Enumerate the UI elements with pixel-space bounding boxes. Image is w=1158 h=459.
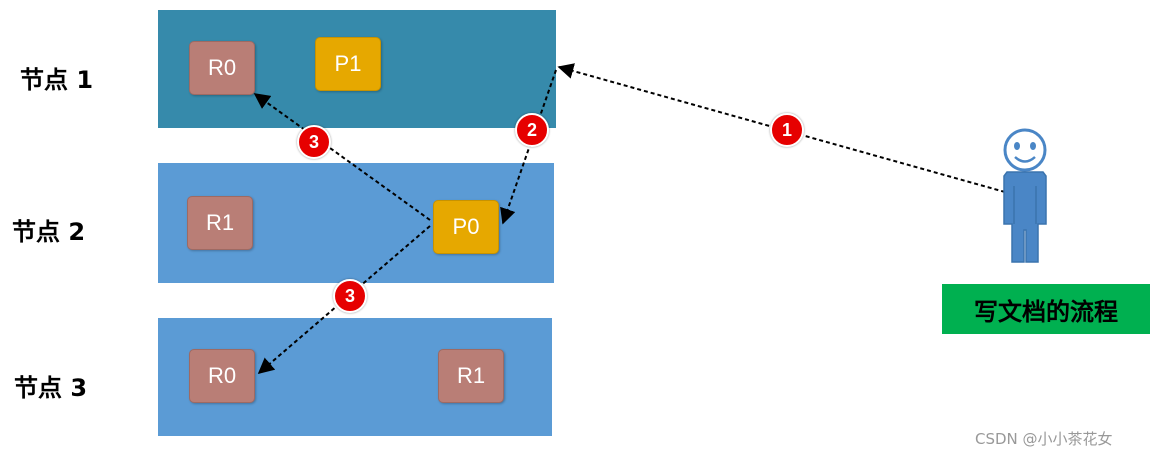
arrow-p0-to-r0-node1 (253, 93, 431, 221)
step-2-badge: 2 (515, 113, 549, 147)
shard-r1-node2: R1 (187, 196, 253, 250)
shard-r1-node3: R1 (438, 349, 504, 403)
step-3-badge-lower: 3 (333, 279, 367, 313)
shard-p0-node2: P0 (433, 200, 499, 254)
node-1-label: 节点 1 (20, 66, 94, 94)
shard-r0-node3: R0 (189, 349, 255, 403)
node-3-label: 节点 3 (14, 374, 88, 402)
watermark-text: CSDN @小小茶花女 (975, 430, 1113, 448)
step-3-badge-upper: 3 (297, 125, 331, 159)
process-caption: 写文档的流程 (942, 284, 1150, 334)
shard-p1-node1: P1 (315, 37, 381, 91)
shard-r0-node1: R0 (189, 41, 255, 95)
step-1-badge: 1 (770, 113, 804, 147)
node-2-label: 节点 2 (12, 218, 86, 246)
client-person-icon (1003, 128, 1047, 263)
